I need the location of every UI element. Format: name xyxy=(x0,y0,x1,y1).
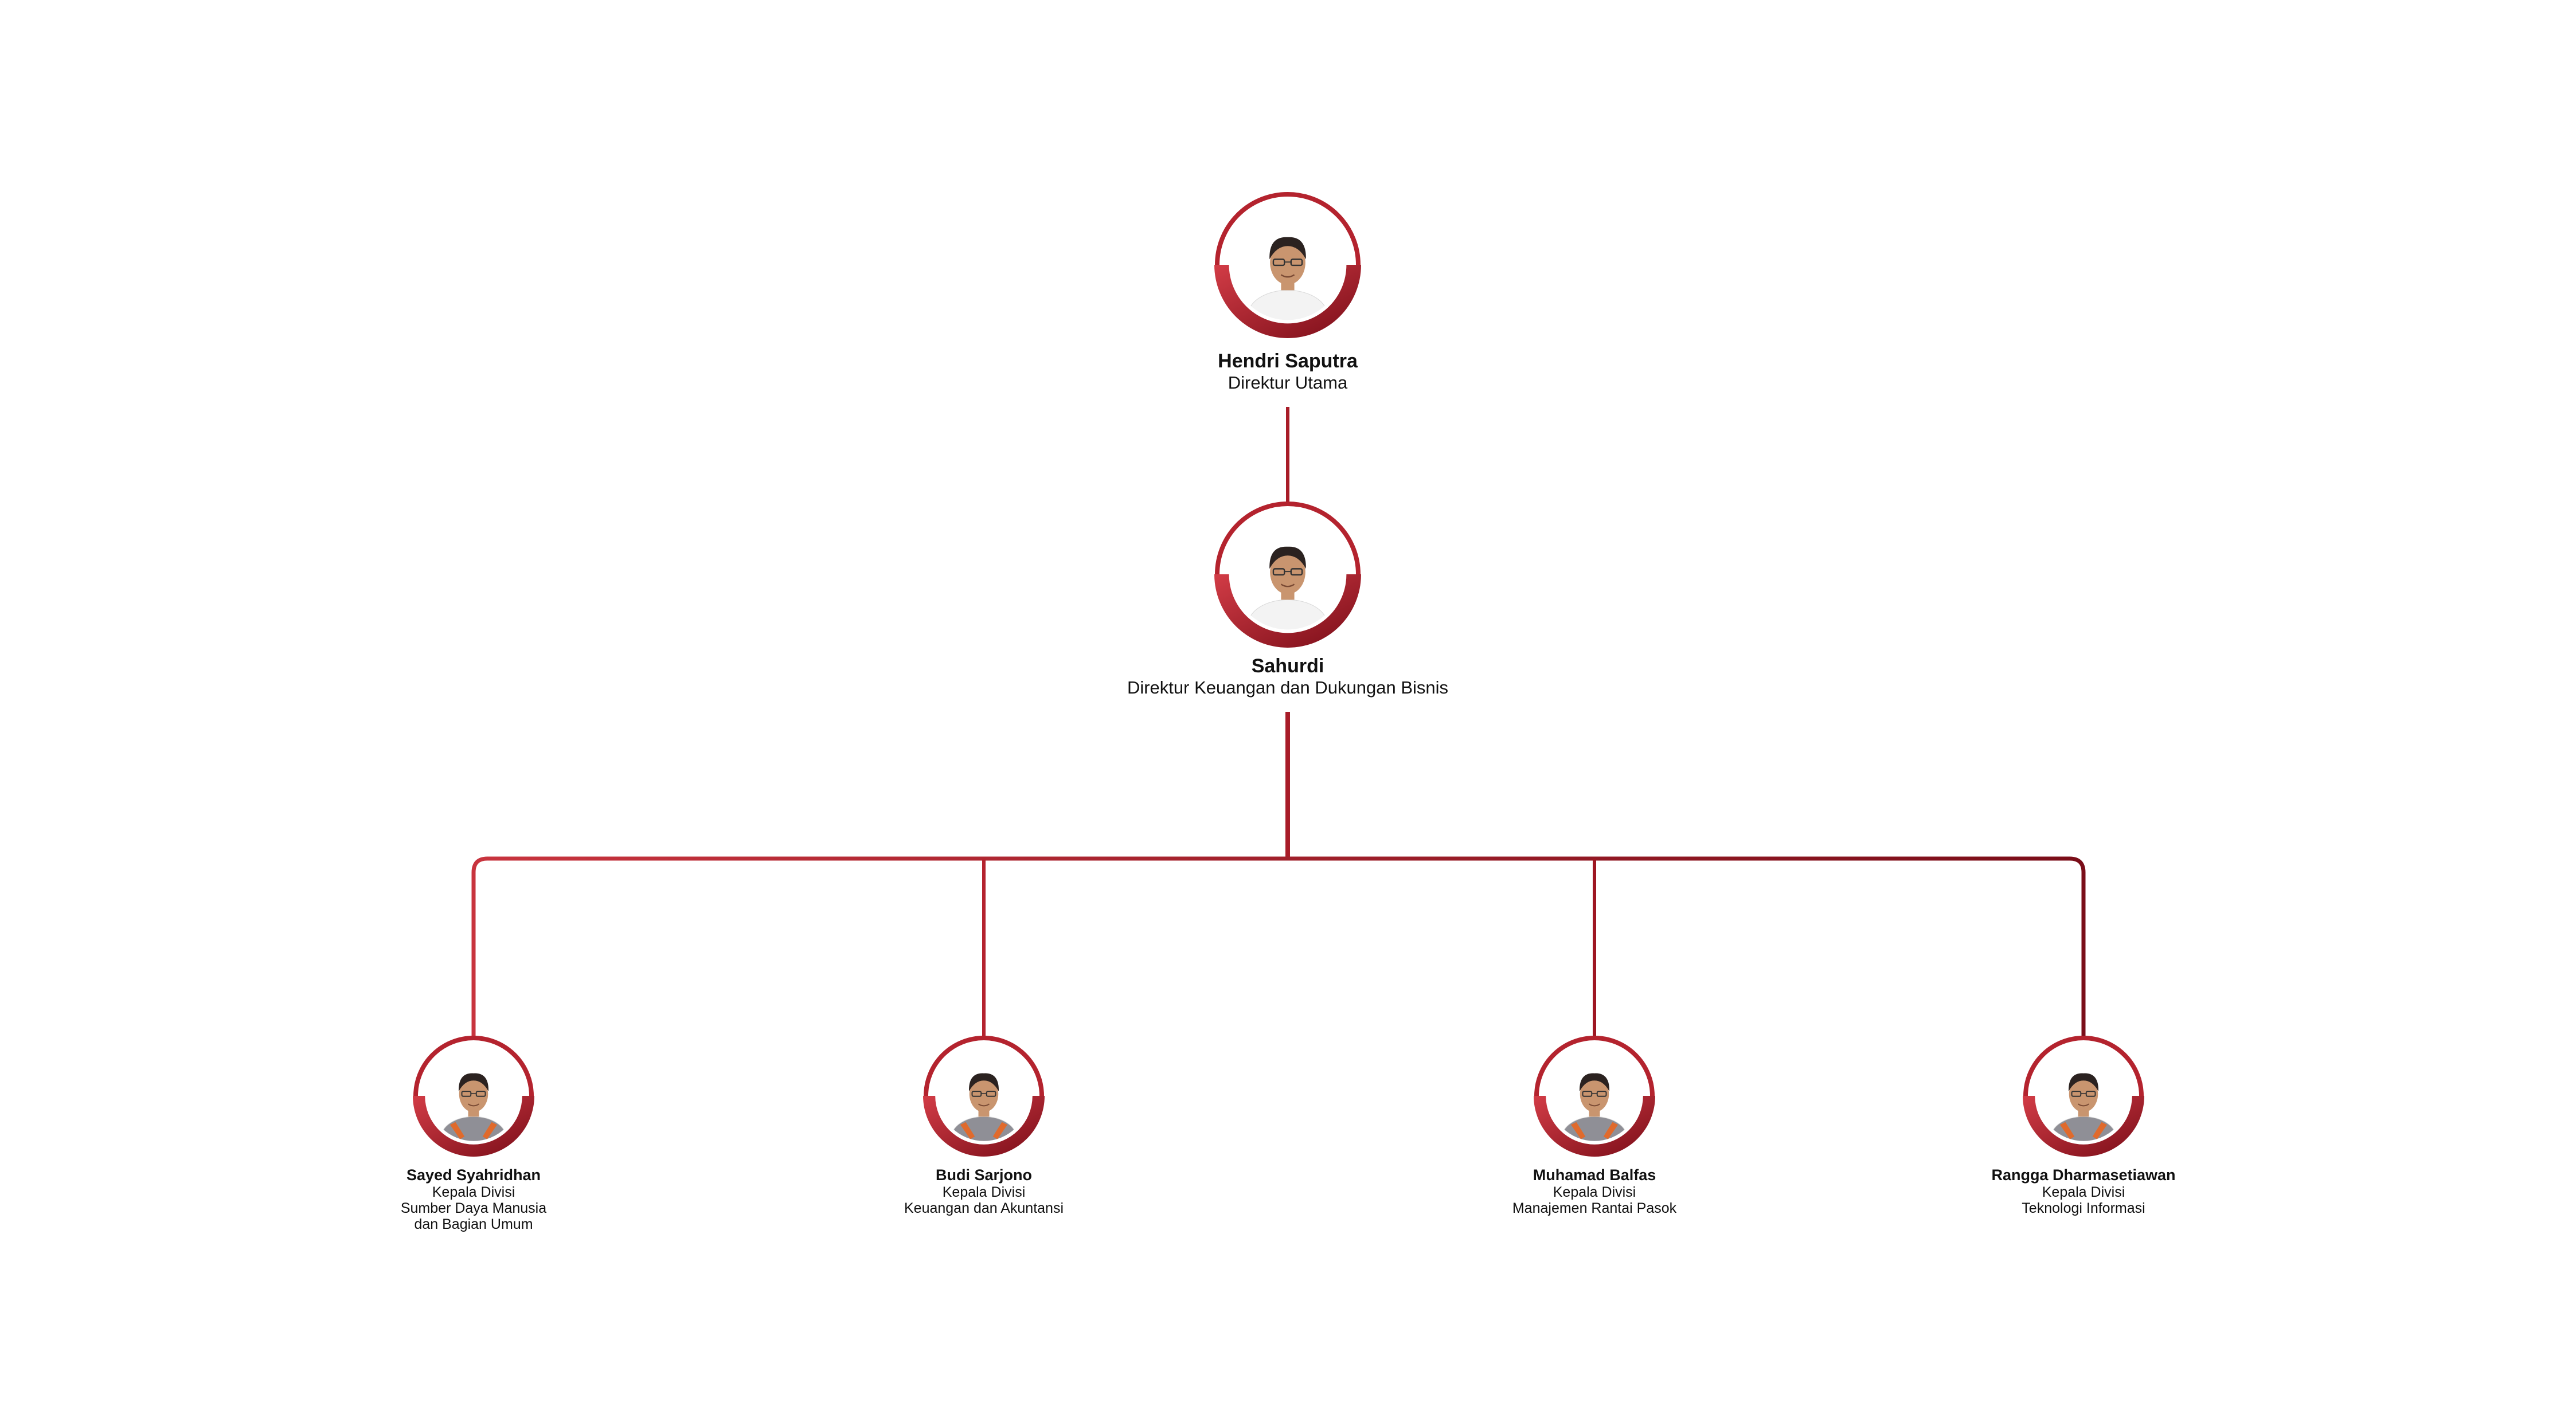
avatar-ring-crescent xyxy=(1534,1096,1655,1157)
branch-horizontal-line xyxy=(471,856,2086,1040)
person-name: Sayed Syahridhan xyxy=(406,1166,541,1184)
person-name: Hendri Saputra xyxy=(1218,350,1358,372)
avatar-ring-crescent xyxy=(2023,1096,2144,1157)
person-title-line: Sumber Daya Manusia xyxy=(400,1200,547,1216)
person-portrait-icon xyxy=(1248,546,1328,630)
avatars xyxy=(413,192,2144,1157)
avatar-ring-crescent xyxy=(1214,265,1361,338)
avatar-ring-crescent xyxy=(413,1096,534,1157)
avatar xyxy=(1214,192,1361,338)
person-portrait-icon xyxy=(951,1073,1017,1141)
node-mid[interactable]: Sahurdi Direktur Keuangan dan Dukungan B… xyxy=(1127,655,1448,698)
person-title: Direktur Keuangan dan Dukungan Bisnis xyxy=(1127,677,1449,698)
avatar-ring-crescent xyxy=(1214,574,1361,648)
person-title-line: Kepala Divisi xyxy=(1553,1184,1636,1200)
avatar-ring-crescent xyxy=(923,1096,1045,1157)
person-name: Rangga Dharmasetiawan xyxy=(1991,1166,2176,1184)
avatar xyxy=(413,1036,534,1157)
person-title-line: dan Bagian Umum xyxy=(414,1216,533,1232)
person-title-line: Kepala Divisi xyxy=(432,1184,515,1200)
avatar xyxy=(2023,1036,2144,1157)
person-title-line: Keuangan dan Akuntansi xyxy=(904,1200,1064,1216)
node-division-1[interactable]: Sayed Syahridhan Kepala Divisi Sumber Da… xyxy=(401,1166,546,1232)
person-portrait-icon xyxy=(1248,237,1328,320)
avatar xyxy=(1214,502,1361,648)
person-title-line: Kepala Divisi xyxy=(942,1184,1026,1200)
avatar xyxy=(923,1036,1045,1157)
person-title-line: Kepala Divisi xyxy=(2042,1184,2125,1200)
avatar xyxy=(1534,1036,1655,1157)
node-division-4[interactable]: Rangga Dharmasetiawan Kepala Divisi Tekn… xyxy=(1991,1166,2175,1216)
person-portrait-icon xyxy=(2050,1073,2117,1141)
person-title-line: Manajemen Rantai Pasok xyxy=(1512,1200,1677,1216)
node-division-3[interactable]: Muhamad Balfas Kepala Divisi Manajemen R… xyxy=(1512,1166,1676,1216)
connectors xyxy=(471,407,2086,1040)
node-division-2[interactable]: Budi Sarjono Kepala Divisi Keuangan dan … xyxy=(904,1166,1064,1216)
person-name: Muhamad Balfas xyxy=(1533,1166,1656,1184)
person-title: Direktur Utama xyxy=(1228,373,1348,393)
person-title-line: Teknologi Informasi xyxy=(2022,1200,2145,1216)
person-name: Sahurdi xyxy=(1251,655,1324,677)
node-top[interactable]: Hendri Saputra Direktur Utama xyxy=(1218,350,1358,393)
person-name: Budi Sarjono xyxy=(935,1166,1032,1184)
